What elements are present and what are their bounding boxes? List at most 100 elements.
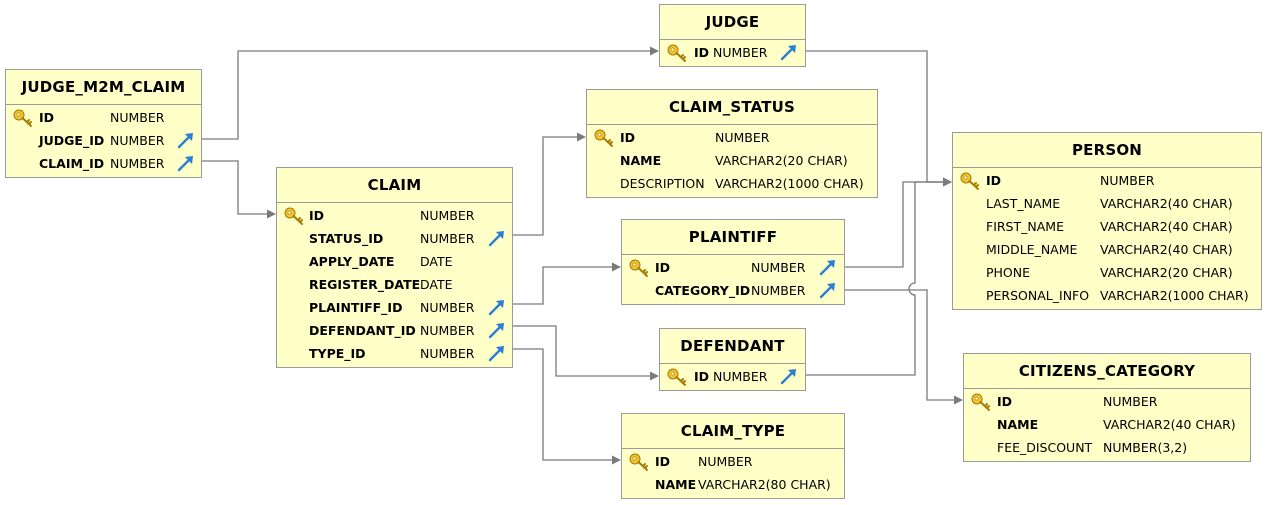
primary-key-icon: [628, 258, 650, 278]
column-name: STATUS_ID: [309, 231, 384, 246]
column-type: VARCHAR2(1000 CHAR): [715, 176, 864, 191]
column-name: ID: [694, 369, 710, 384]
column-name: CLAIM_ID: [39, 156, 105, 171]
column-name: DESCRIPTION: [620, 176, 705, 191]
connector-defendant-to-person: [805, 177, 952, 376]
column-type: NUMBER: [713, 45, 768, 60]
table-title: CLAIM_TYPE: [622, 414, 844, 449]
primary-key-icon: [666, 367, 688, 387]
primary-key-icon: [970, 392, 992, 412]
column-name: NAME: [655, 477, 697, 492]
column-name: LAST_NAME: [986, 196, 1061, 211]
primary-key-icon: [283, 206, 305, 226]
column-name: MIDDLE_NAME: [986, 242, 1078, 257]
foreign-key-arrow-icon: [488, 345, 506, 362]
column-row[interactable]: STATUS_ID NUMBER: [277, 227, 512, 250]
connector-judge-m2m-to-claim: [201, 160, 276, 219]
column-name: ID: [986, 173, 1002, 188]
column-type: NUMBER: [110, 133, 165, 148]
column-name: CATEGORY_ID: [655, 283, 751, 298]
foreign-key-arrow-icon: [177, 132, 195, 149]
foreign-key-arrow-icon: [819, 259, 837, 276]
column-row[interactable]: PHONE VARCHAR2(20 CHAR): [953, 261, 1261, 284]
column-row[interactable]: DEFENDANT_ID NUMBER: [277, 319, 512, 342]
column-type: NUMBER: [420, 208, 475, 223]
primary-key-icon: [959, 171, 981, 191]
table-title: CLAIM_STATUS: [587, 90, 877, 125]
column-name: JUDGE_ID: [39, 133, 105, 148]
connector-plaintiff-to-citizens-category: [844, 289, 963, 405]
connector-judge-m2m-to-judge: [201, 46, 659, 140]
connector-claim-to-claim-type: [512, 348, 621, 465]
primary-key-icon: [666, 43, 688, 63]
column-name: PERSONAL_INFO: [986, 288, 1090, 303]
column-row[interactable]: ID NUMBER: [622, 256, 844, 279]
column-type: DATE: [420, 277, 453, 292]
foreign-key-arrow-icon: [819, 282, 837, 299]
table-title: JUDGE: [660, 5, 805, 40]
column-type: NUMBER: [420, 323, 475, 338]
table-title: CLAIM: [277, 168, 512, 203]
column-type: NUMBER: [420, 231, 475, 246]
column-name: DEFENDANT_ID: [309, 323, 416, 338]
column-type: NUMBER: [420, 300, 475, 315]
column-type: VARCHAR2(80 CHAR): [698, 477, 831, 492]
column-type: NUMBER: [420, 346, 475, 361]
column-name: REGISTER_DATE: [309, 277, 421, 292]
column-row[interactable]: JUDGE_ID NUMBER: [6, 129, 201, 152]
column-type: NUMBER(3,2): [1103, 440, 1188, 455]
column-name: ID: [655, 260, 671, 275]
connector-claim-to-plaintiff: [512, 262, 621, 305]
table-title: DEFENDANT: [660, 329, 805, 364]
column-type: NUMBER: [713, 369, 768, 384]
column-type: VARCHAR2(20 CHAR): [715, 153, 848, 168]
column-name: ID: [997, 394, 1013, 409]
column-row[interactable]: ID NUMBER: [277, 204, 512, 227]
column-type: DATE: [420, 254, 453, 269]
column-type: VARCHAR2(20 CHAR): [1100, 265, 1233, 280]
column-type: NUMBER: [1100, 173, 1155, 188]
column-type: NUMBER: [698, 454, 753, 469]
column-type: VARCHAR2(40 CHAR): [1103, 417, 1236, 432]
column-name: ID: [309, 208, 325, 223]
connector-claim-to-claim-status: [512, 132, 586, 236]
column-row[interactable]: TYPE_ID NUMBER: [277, 342, 512, 365]
column-type: NUMBER: [751, 260, 806, 275]
column-name: FIRST_NAME: [986, 219, 1064, 234]
column-name: TYPE_ID: [309, 346, 366, 361]
table-title: CITIZENS_CATEGORY: [964, 354, 1250, 389]
column-name: PHONE: [986, 265, 1031, 280]
table-title: PLAINTIFF: [622, 220, 844, 255]
column-row[interactable]: ID NUMBER: [953, 169, 1261, 192]
column-row[interactable]: DESCRIPTION VARCHAR2(1000 CHAR): [587, 172, 877, 195]
